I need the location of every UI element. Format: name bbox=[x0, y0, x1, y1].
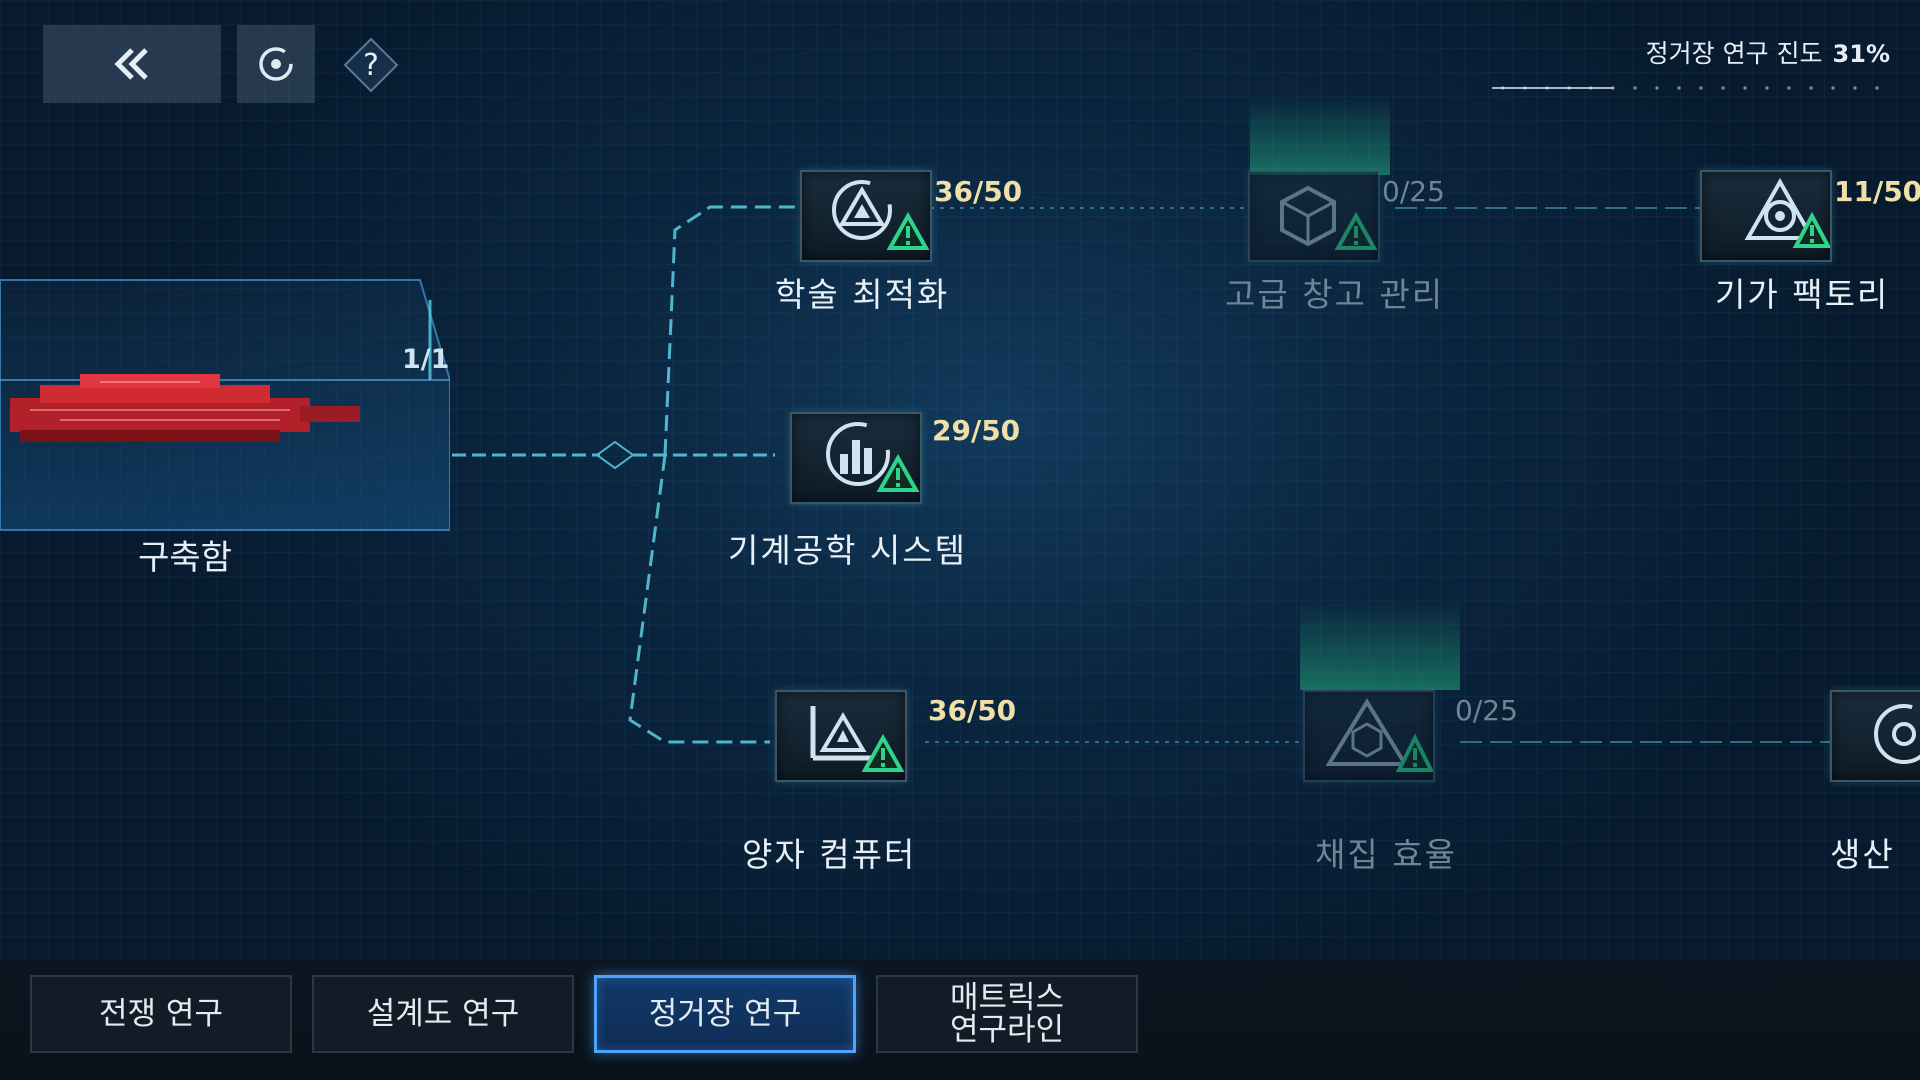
node-name: 양자 컴퓨터 bbox=[742, 835, 917, 874]
node-advanced-warehouse[interactable] bbox=[1248, 170, 1380, 262]
tab-label: 정거장 연구 bbox=[648, 996, 802, 1032]
node-name: 채집 효율 bbox=[1315, 835, 1457, 874]
crate-upgrade-icon bbox=[1280, 185, 1336, 247]
node-name: 학술 최적화 bbox=[775, 275, 950, 314]
node-name: 기계공학 시스템 bbox=[728, 531, 968, 570]
node-level: 11/50 bbox=[1834, 175, 1920, 208]
warning-icon bbox=[886, 211, 930, 250]
unlock-beam bbox=[1250, 95, 1390, 175]
node-quantum-computer[interactable] bbox=[775, 690, 907, 782]
ship-hologram bbox=[0, 279, 451, 531]
double-chevron-left-icon bbox=[114, 48, 148, 80]
triangle-nodes-icon bbox=[832, 180, 892, 240]
tab-label: 매트릭스 연구라인 bbox=[949, 980, 1065, 1048]
ship-name: 구축함 bbox=[138, 538, 232, 578]
quantum-chart-icon bbox=[810, 706, 873, 761]
back-button[interactable] bbox=[43, 25, 221, 103]
ship-count: 1/1 bbox=[402, 344, 450, 375]
question-icon: ? bbox=[343, 37, 399, 93]
node-academic-optimization[interactable] bbox=[800, 170, 932, 262]
node-level: 36/50 bbox=[928, 694, 1017, 727]
node-level: 36/50 bbox=[934, 175, 1023, 208]
node-level: 29/50 bbox=[932, 414, 1021, 447]
progress-label: 정거장 연구 진도 31% bbox=[1646, 34, 1890, 70]
chart-bars-icon bbox=[826, 422, 890, 486]
warning-icon bbox=[876, 453, 920, 492]
progress-bar-fill bbox=[1492, 87, 1613, 89]
node-production[interactable] bbox=[1830, 690, 1920, 782]
refresh-button[interactable] bbox=[237, 25, 315, 103]
node-name: 생산 bbox=[1830, 835, 1895, 874]
warning-icon bbox=[861, 733, 905, 772]
tab-blueprint-research[interactable]: 설계도 연구 bbox=[312, 975, 574, 1053]
node-name: 고급 창고 관리 bbox=[1225, 275, 1445, 314]
harvest-crate-icon bbox=[1325, 698, 1409, 766]
node-giga-factory[interactable] bbox=[1700, 170, 1832, 262]
destroyer-ship-icon bbox=[10, 374, 360, 442]
progress-title: 정거장 연구 진도 bbox=[1645, 39, 1823, 68]
tab-label: 설계도 연구 bbox=[366, 996, 520, 1032]
warning-icon bbox=[1395, 733, 1433, 772]
production-icon bbox=[1874, 704, 1920, 764]
destroyer-ship-card[interactable] bbox=[0, 270, 451, 540]
tab-label: 전쟁 연구 bbox=[99, 996, 223, 1032]
unlock-beam bbox=[1300, 600, 1460, 690]
warning-icon bbox=[1792, 211, 1830, 248]
svg-text:?: ? bbox=[363, 48, 379, 83]
station-research-progress: 정거장 연구 진도 31% bbox=[1470, 30, 1890, 100]
tab-matrix-research-line[interactable]: 매트릭스 연구라인 bbox=[876, 975, 1138, 1053]
tab-station-research[interactable]: 정거장 연구 bbox=[594, 975, 856, 1053]
node-name: 기가 팩토리 bbox=[1715, 275, 1890, 314]
tab-war-research[interactable]: 전쟁 연구 bbox=[30, 975, 292, 1053]
node-harvest-efficiency[interactable] bbox=[1303, 690, 1435, 782]
warning-icon bbox=[1334, 211, 1378, 250]
node-level: 0/25 bbox=[1455, 694, 1518, 727]
factory-gear-icon bbox=[1744, 177, 1816, 240]
progress-bar bbox=[1492, 86, 1882, 90]
tech-tree-connections bbox=[452, 205, 1830, 744]
help-button[interactable]: ? bbox=[342, 36, 400, 94]
node-level: 0/25 bbox=[1382, 175, 1445, 208]
progress-percent: 31% bbox=[1832, 40, 1890, 68]
refresh-icon bbox=[259, 47, 293, 81]
node-mechanical-engineering[interactable] bbox=[790, 412, 922, 504]
